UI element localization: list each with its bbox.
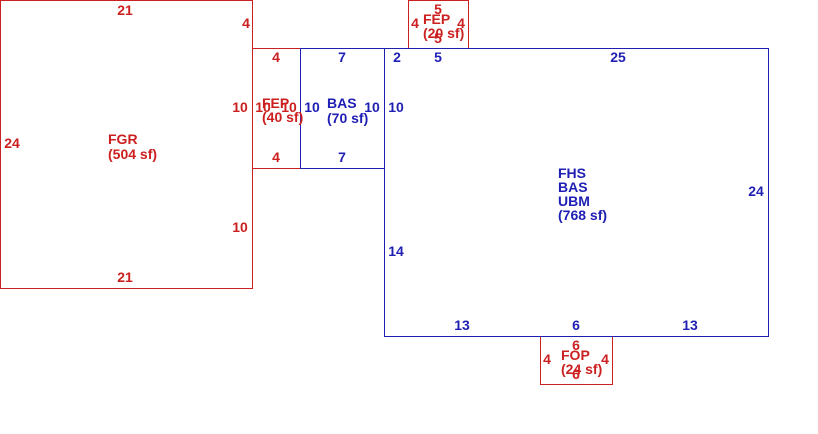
main-dim-bottom-c: 13	[682, 317, 698, 333]
fgr-dim-left: 24	[4, 135, 20, 151]
bas-small-dim-right: 10	[364, 99, 380, 115]
fep-mid-area: (40 sf)	[262, 109, 303, 125]
main-dim-left-lower: 14	[388, 243, 404, 259]
fep-mid-dim-bottom: 4	[272, 149, 280, 165]
fgr-dim-right-upper: 4	[242, 15, 250, 31]
fep-top-dim-left: 4	[411, 15, 419, 31]
main-dim-left-upper: 10	[388, 99, 404, 115]
main-dim-right: 24	[748, 183, 764, 199]
fep-mid-name: FEP	[262, 95, 289, 111]
bas-small-dim-top: 7	[338, 49, 346, 65]
main-dim-top-b: 25	[610, 49, 626, 65]
fop-area: (24 sf)	[561, 361, 602, 377]
main-dim-top-a: 5	[434, 49, 442, 65]
fgr-name: FGR	[108, 131, 138, 147]
bas-small-dim-left: 10	[304, 99, 320, 115]
fop-dim-bottom: 6	[572, 366, 580, 382]
fop-name: FOP	[561, 347, 590, 363]
fgr-dim-right-mid: 10	[232, 99, 248, 115]
fgr-area: (504 sf)	[108, 146, 157, 162]
bas-small-area: (70 sf)	[327, 110, 368, 126]
fep-top-dim-right: 4	[457, 15, 465, 31]
bas-small-name: BAS	[327, 95, 357, 111]
fep-mid-dim-right: 10	[281, 99, 297, 115]
fop-dim-top: 6	[572, 337, 580, 353]
fop-dim-right: 4	[601, 351, 609, 367]
fep-top-dim-bottom: 5	[434, 30, 442, 46]
fep-mid-dim-left: 10	[255, 99, 271, 115]
fgr-dim-top: 21	[117, 2, 133, 18]
main-area: (768 sf)	[558, 207, 607, 223]
fgr-dim-bottom: 21	[117, 269, 133, 285]
main-dim-top-left: 2	[393, 49, 401, 65]
main-name-fhs: FHS	[558, 165, 586, 181]
fep-top-dim-top: 5	[434, 1, 442, 17]
fep-top-name: FEP	[423, 11, 450, 27]
fep-mid-dim-top: 4	[272, 49, 280, 65]
main-dim-bottom-b: 6	[572, 317, 580, 333]
fep-top-area: (20 sf)	[423, 25, 464, 41]
main-outline	[384, 48, 769, 337]
bas-small-dim-bottom: 7	[338, 149, 346, 165]
fop-dim-left: 4	[543, 351, 551, 367]
main-name-ubm: UBM	[558, 193, 590, 209]
main-name-bas: BAS	[558, 179, 588, 195]
main-dim-bottom-a: 13	[454, 317, 470, 333]
fgr-dim-right-lower: 10	[232, 219, 248, 235]
